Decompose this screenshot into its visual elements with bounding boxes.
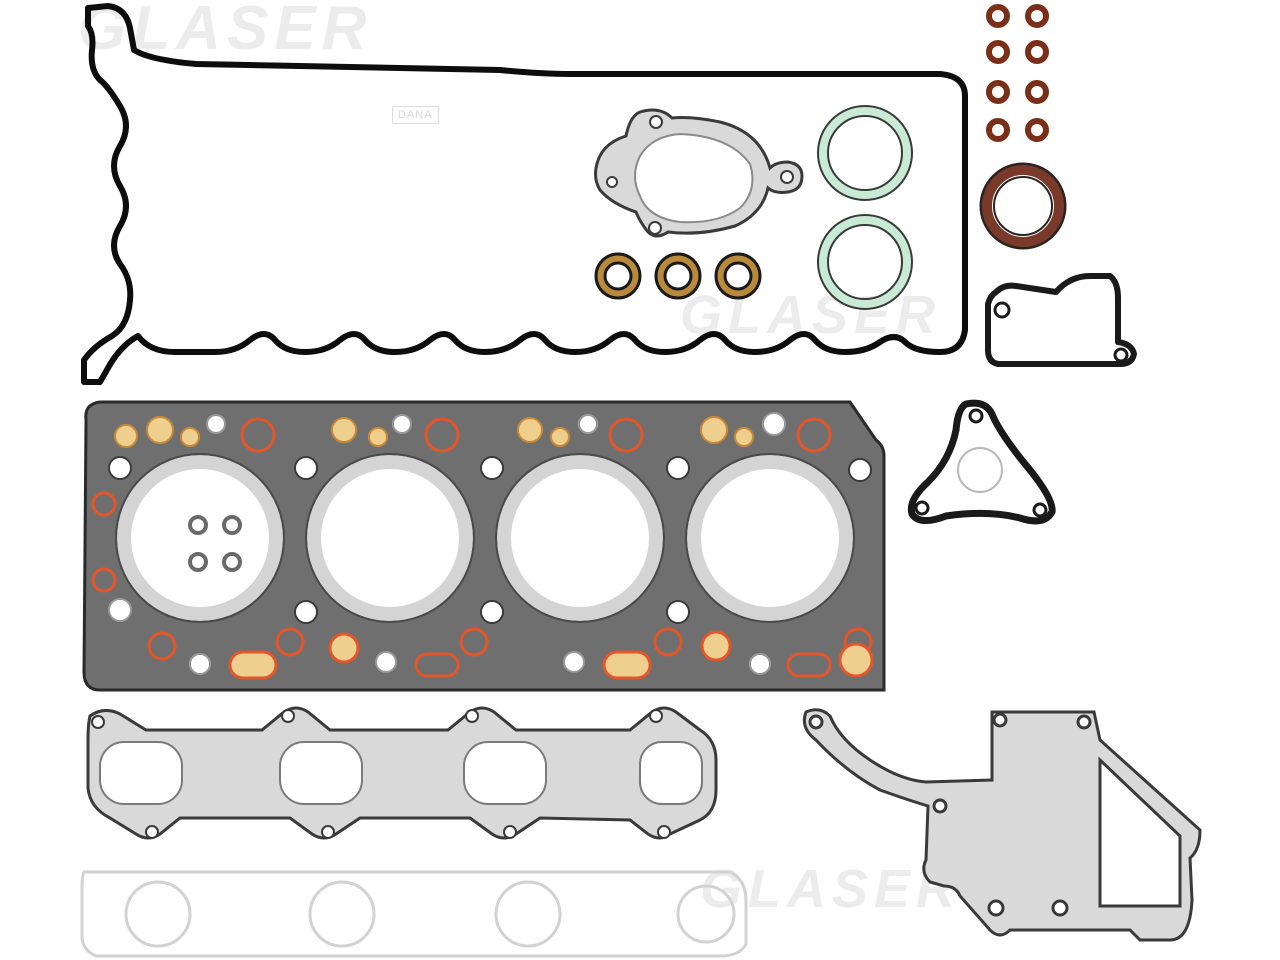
watermark-top: GLASER	[78, 0, 373, 63]
triangular-flange-gasket	[907, 399, 1056, 525]
exhaust-manifold-gasket	[86, 706, 718, 840]
valve-cover-gasket	[81, 3, 968, 385]
watermark-bottom: GLASER	[700, 859, 962, 919]
timing-cover-gasket	[802, 708, 1202, 942]
valve-stem-seals	[986, 4, 1049, 142]
thermostat-housing-gasket	[985, 273, 1137, 367]
intake-manifold-gasket	[80, 870, 748, 958]
watermark-sub-top: DANA	[392, 106, 439, 124]
crankshaft-oil-seal	[979, 162, 1067, 250]
water-outlet-gasket	[594, 108, 804, 238]
cylinder-head-gasket	[82, 400, 886, 692]
injector-seal-row	[594, 252, 762, 300]
